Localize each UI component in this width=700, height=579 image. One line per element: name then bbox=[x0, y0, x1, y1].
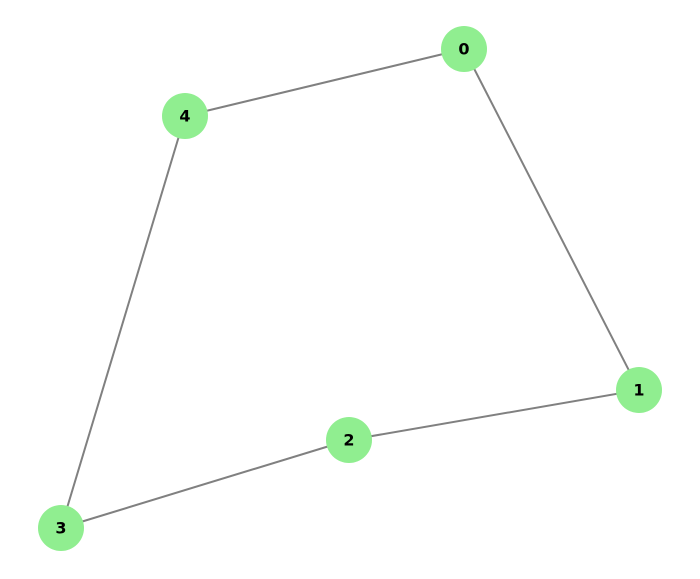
node-circle bbox=[326, 417, 372, 463]
node-0: 0 bbox=[441, 26, 487, 72]
node-3: 3 bbox=[38, 505, 84, 551]
edge-0-1 bbox=[463, 48, 640, 391]
node-4: 4 bbox=[162, 93, 208, 139]
node-2: 2 bbox=[326, 417, 372, 463]
node-label: 0 bbox=[458, 40, 469, 59]
edge-3-4 bbox=[60, 115, 186, 529]
node-circle bbox=[616, 367, 662, 413]
node-label: 1 bbox=[633, 381, 644, 400]
node-1: 1 bbox=[616, 367, 662, 413]
node-label: 4 bbox=[179, 107, 190, 126]
node-circle bbox=[38, 505, 84, 551]
node-circle bbox=[162, 93, 208, 139]
edge-1-2 bbox=[348, 389, 640, 441]
node-label: 2 bbox=[343, 431, 354, 450]
nodes-group: 0 1 2 3 4 bbox=[38, 26, 662, 551]
edge-0-4 bbox=[184, 48, 465, 117]
edge-2-3 bbox=[60, 439, 350, 529]
edges-group bbox=[60, 48, 640, 529]
node-label: 3 bbox=[55, 519, 66, 538]
node-circle bbox=[441, 26, 487, 72]
